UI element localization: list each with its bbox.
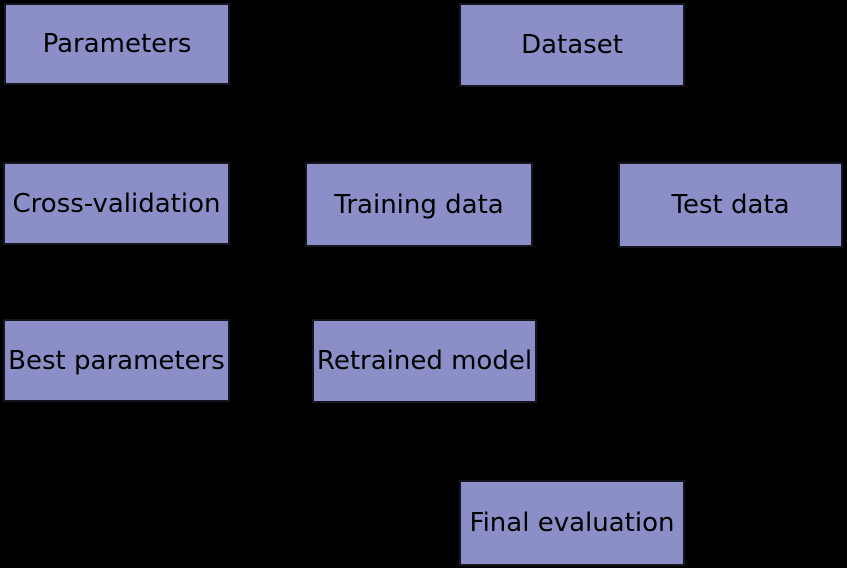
node-label: Dataset	[521, 30, 623, 60]
node-dataset: Dataset	[459, 3, 685, 87]
node-test-data: Test data	[618, 162, 843, 248]
node-final-evaluation: Final evaluation	[459, 480, 685, 566]
node-best-parameters: Best parameters	[3, 319, 230, 402]
node-label: Cross-validation	[12, 188, 221, 219]
node-training-data: Training data	[305, 162, 533, 247]
node-label: Final evaluation	[469, 508, 675, 538]
node-label: Parameters	[42, 29, 192, 59]
node-label: Training data	[334, 189, 504, 220]
node-label: Best parameters	[8, 345, 225, 376]
node-label: Test data	[671, 190, 790, 220]
node-retrained-model: Retrained model	[312, 319, 537, 403]
node-cross-validation: Cross-validation	[3, 162, 230, 245]
node-parameters: Parameters	[4, 3, 230, 85]
node-label: Retrained model	[316, 346, 533, 376]
